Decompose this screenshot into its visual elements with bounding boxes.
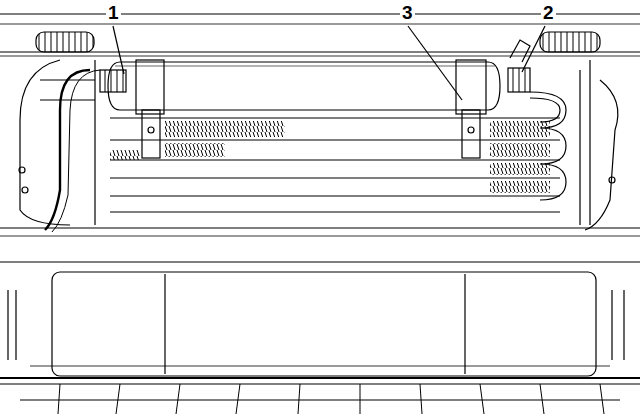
leader-line — [522, 26, 545, 72]
callout-number: 3 — [400, 3, 415, 23]
leader-line — [408, 26, 462, 100]
callout-number: 1 — [106, 3, 121, 23]
callout-number: 2 — [541, 3, 556, 23]
leader-line — [113, 26, 124, 74]
